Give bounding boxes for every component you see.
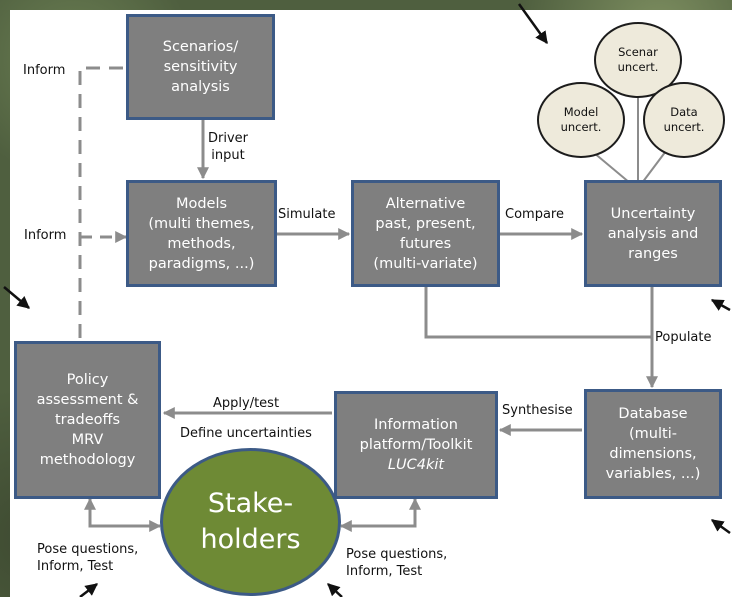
box-uncertainty-line: Uncertainty [610, 205, 696, 222]
label-pose-questions-left: Pose questions, Inform, Test [37, 541, 138, 575]
box-database-line: Database [618, 406, 688, 422]
arrow-stake-policy [84, 497, 162, 532]
box-uncertainty-analysis: Uncertainty analysis and ranges [584, 180, 722, 287]
box-models-line: (multi themes, [148, 215, 255, 232]
box-scenarios-line: analysis [171, 79, 230, 95]
pointer-arrow-bottom-left [79, 583, 98, 597]
bubble-scenar-line: uncert. [617, 60, 659, 74]
box-database-line: (multi- [629, 426, 677, 442]
box-policy-assessment: Policy assessment & tradeoffs MRV method… [14, 341, 161, 499]
box-scenarios-line: sensitivity [163, 59, 238, 75]
box-models: Models (multi themes, methods, paradigms… [126, 180, 277, 287]
label-apply-test: Apply/test [213, 396, 280, 411]
box-alternative-line: Alternative [385, 195, 466, 212]
box-policy-line: methodology [39, 452, 136, 468]
label-inform-top: Inform [23, 63, 66, 78]
label-driver-input: Driver input [208, 130, 248, 164]
box-uncertainty-line: analysis and [607, 225, 699, 242]
label-pose-questions-right: Pose questions, Inform, Test [346, 546, 447, 580]
box-alternative-line: (multi-variate) [373, 255, 478, 272]
label-pose-right-line: Pose questions, [346, 547, 448, 562]
box-uncertainty-line: ranges [628, 245, 678, 262]
label-populate: Populate [655, 330, 712, 345]
label-driver-line: Driver [208, 131, 249, 146]
bubble-data-uncert: Data uncert. [643, 82, 725, 158]
bubble-data-line: uncert. [663, 120, 705, 134]
box-policy-line: Policy [66, 372, 109, 388]
stakeholders-line: holders [200, 524, 301, 555]
box-models-line: Models [175, 195, 228, 212]
box-platform-line: LUC4kit [387, 457, 445, 473]
bubble-model-line: uncert. [560, 120, 602, 134]
box-database-line: dimensions, [609, 446, 697, 462]
label-inform-mid: Inform [24, 228, 67, 243]
box-scenarios-line: Scenarios/ [162, 39, 239, 55]
box-alternative-line: futures [399, 235, 452, 252]
bubble-model-uncert: Model uncert. [537, 82, 625, 158]
bubble-model-line: Model [563, 105, 599, 119]
box-scenarios: Scenarios/ sensitivity analysis [126, 14, 275, 120]
label-simulate: Simulate [278, 207, 336, 222]
stakeholders-line: Stake- [207, 488, 294, 519]
box-models-line: paradigms, ...) [148, 255, 255, 272]
pointer-arrow-top [517, 3, 549, 45]
box-platform-line: platform/Toolkit [359, 437, 473, 453]
arrow-stake-platform [339, 497, 421, 532]
pointer-arrow-left [3, 286, 30, 309]
box-models-line: methods, [167, 235, 236, 252]
bubble-scenar-line: Scenar [618, 45, 658, 59]
pointer-arrow-bottom-mid [327, 583, 343, 597]
box-policy-line: assessment & [36, 392, 139, 408]
label-compare: Compare [505, 207, 564, 222]
pointer-arrow-right-bottom [710, 518, 731, 535]
box-platform-line: Information [374, 417, 458, 433]
box-database-line: variables, ...) [605, 466, 701, 482]
inform-dashed-line [78, 66, 125, 338]
populate-line [424, 287, 652, 339]
box-alternative-futures: Alternative past, present, futures (mult… [351, 180, 500, 287]
label-pose-right-line: Inform, Test [346, 564, 423, 579]
label-pose-left-line: Pose questions, [37, 542, 139, 557]
box-policy-line: MRV [71, 432, 104, 448]
bubble-data-line: Data [670, 105, 698, 119]
box-alternative-line: past, present, [375, 215, 476, 232]
stakeholders-ellipse: Stake- holders [160, 448, 341, 596]
pointer-arrow-right-top [710, 298, 731, 312]
label-define-uncertainties: Define uncertainties [180, 426, 312, 441]
box-database: Database (multi- dimensions, variables, … [584, 389, 722, 499]
box-policy-line: tradeoffs [54, 412, 121, 428]
box-information-platform: Information platform/Toolkit LUC4kit [334, 391, 498, 499]
label-driver-line: input [211, 148, 245, 163]
label-pose-left-line: Inform, Test [37, 559, 114, 574]
label-synthesise: Synthesise [502, 403, 573, 418]
